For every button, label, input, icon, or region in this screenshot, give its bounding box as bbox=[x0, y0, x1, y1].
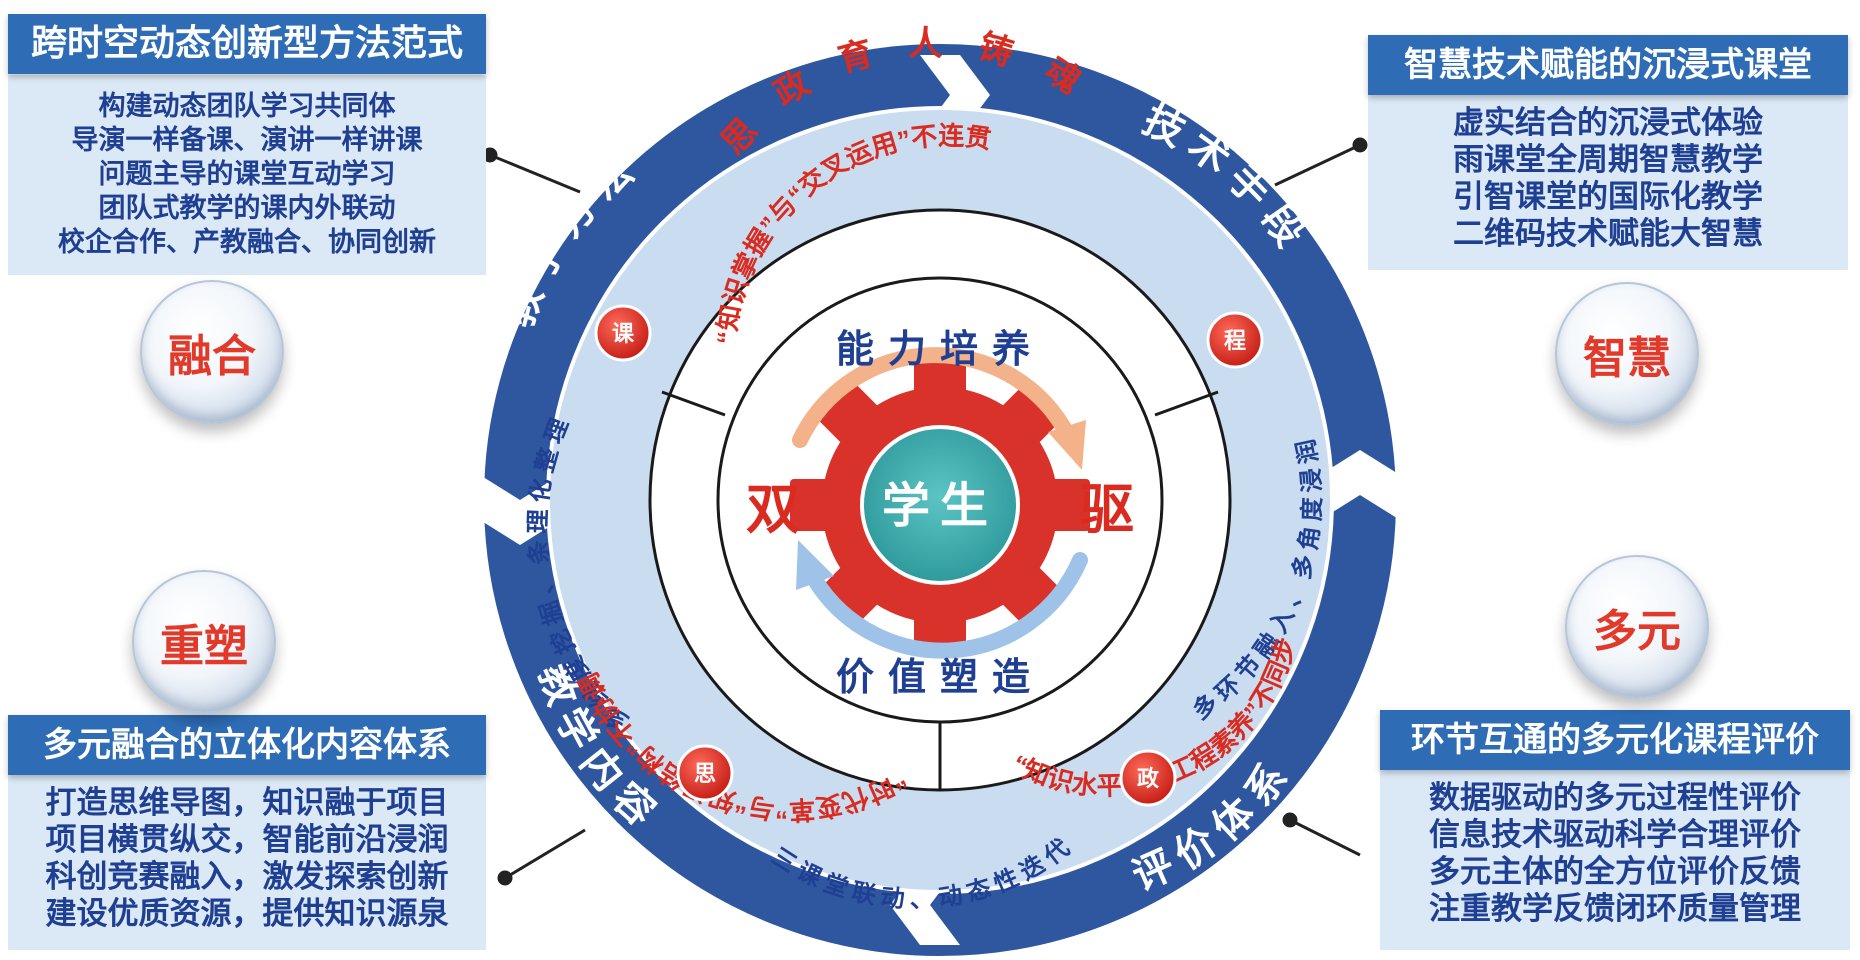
list-methods: 构建动态团队学习共同体 导演一样备课、演讲一样讲课 问题主导的课堂互动学习 团队… bbox=[8, 90, 486, 260]
orb-fusion: 融合 bbox=[140, 280, 284, 424]
orb-reshape: 重塑 bbox=[132, 570, 276, 714]
cycle-arrows bbox=[792, 347, 1088, 659]
list-item: 校企合作、产教融合、协同创新 bbox=[58, 227, 436, 258]
list-item: 团队式教学的课内外联动 bbox=[98, 193, 396, 224]
list-item: 导演一样备课、演讲一样讲课 bbox=[71, 125, 423, 156]
panel-tech bbox=[1368, 95, 1848, 270]
orb-label: 智慧 bbox=[1583, 333, 1671, 384]
middle-band bbox=[550, 110, 1330, 890]
panel-content bbox=[8, 775, 486, 950]
orb-smart: 智慧 bbox=[1555, 282, 1699, 426]
panel-title-tech: 智慧技术赋能的沉浸式课堂 bbox=[1368, 35, 1848, 95]
badge-ke: 课 bbox=[594, 304, 652, 362]
core-label-center: 学生 bbox=[882, 480, 998, 533]
list-item: 数据驱动的多元过程性评价 bbox=[1429, 780, 1801, 816]
core-label-top: 能力培养 bbox=[836, 329, 1044, 371]
core-circle bbox=[860, 425, 1020, 585]
list-content: 打造思维导图，知识融于项目 项目横贯纵交，智能前沿浸润 科创竞赛融入，激发探索创… bbox=[8, 785, 486, 933]
core-label-left: 双 bbox=[746, 480, 800, 540]
svg-text:思: 思 bbox=[694, 761, 716, 786]
list-item: 注重教学反馈闭环质量管理 bbox=[1429, 891, 1801, 927]
panel-methods bbox=[8, 75, 486, 275]
list-evaluation: 数据驱动的多元过程性评价 信息技术驱动科学合理评价 多元主体的全方位评价反馈 注… bbox=[1380, 780, 1850, 928]
list-item: 多元主体的全方位评价反馈 bbox=[1429, 854, 1801, 890]
panel-evaluation bbox=[1380, 770, 1850, 950]
svg-text:课: 课 bbox=[612, 321, 635, 346]
list-item: 信息技术驱动科学合理评价 bbox=[1429, 817, 1801, 853]
outer-ring bbox=[480, 44, 1400, 956]
orb-label: 多元 bbox=[1593, 606, 1681, 657]
panel-title-content: 多元融合的立体化内容体系 bbox=[8, 715, 486, 775]
list-item: 虚实结合的沉浸式体验 bbox=[1453, 105, 1763, 141]
connector-lines bbox=[482, 137, 1368, 886]
orb-label: 融合 bbox=[168, 331, 256, 382]
list-tech: 虚实结合的沉浸式体验 雨课堂全周期智慧教学 引智课堂的国际化教学 二维码技术赋能… bbox=[1368, 105, 1848, 253]
core-label-right: 驱 bbox=[1080, 480, 1134, 540]
list-item: 引智课堂的国际化教学 bbox=[1453, 179, 1763, 215]
inner-dividers bbox=[661, 390, 1219, 790]
list-item: 问题主导的课堂互动学习 bbox=[98, 159, 396, 190]
orb-label: 重塑 bbox=[160, 621, 248, 672]
panel-title-methods: 跨时空动态创新型方法范式 bbox=[8, 14, 486, 74]
svg-text:程: 程 bbox=[1224, 328, 1246, 353]
svg-text:政: 政 bbox=[1137, 766, 1160, 791]
list-item: 二维码技术赋能大智慧 bbox=[1453, 216, 1763, 252]
orb-diverse: 多元 bbox=[1565, 555, 1709, 699]
list-item: 打造思维导图，知识融于项目 bbox=[45, 785, 449, 821]
list-item: 建设优质资源，提供知识源泉 bbox=[45, 896, 449, 932]
badge-cheng: 程 bbox=[1206, 311, 1264, 369]
list-item: 项目横贯纵交，智能前沿浸润 bbox=[45, 822, 449, 858]
list-item: 构建动态团队学习共同体 bbox=[98, 91, 396, 122]
core-label-bottom: 价值塑造 bbox=[836, 657, 1044, 699]
badge-zheng: 政 bbox=[1119, 749, 1177, 807]
badge-si: 思 bbox=[676, 744, 734, 802]
list-item: 科创竞赛融入，激发探索创新 bbox=[45, 859, 449, 895]
list-item: 雨课堂全周期智慧教学 bbox=[1453, 142, 1763, 178]
panel-title-evaluation: 环节互通的多元化课程评价 bbox=[1380, 710, 1850, 770]
